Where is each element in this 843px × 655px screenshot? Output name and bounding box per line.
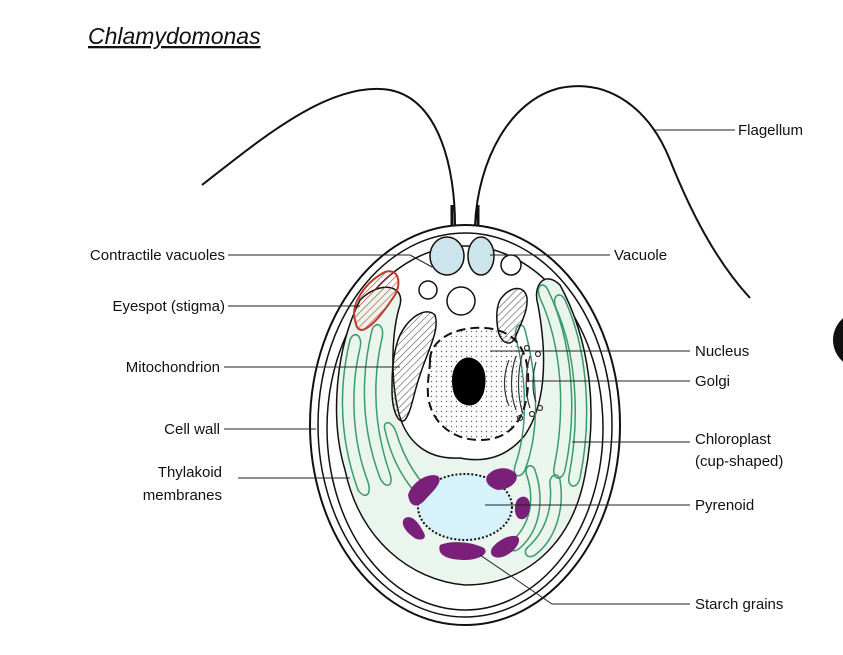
vacuole bbox=[500, 254, 522, 276]
label-contractile-vacuoles: Contractile vacuoles bbox=[90, 247, 225, 264]
label-chloroplast: Chloroplast bbox=[695, 431, 772, 448]
starch-grains bbox=[402, 468, 530, 560]
label-chloroplast-shape: (cup-shaped) bbox=[695, 453, 783, 470]
label-cell-wall: Cell wall bbox=[164, 421, 220, 438]
label-flagellum: Flagellum bbox=[738, 122, 803, 139]
edge-decoration bbox=[833, 318, 843, 362]
flagellum-right bbox=[474, 85, 751, 299]
mitochondrion-right bbox=[495, 287, 528, 344]
label-membranes: membranes bbox=[143, 487, 222, 504]
label-vacuole: Vacuole bbox=[614, 247, 667, 264]
label-starch-grains: Starch grains bbox=[695, 596, 783, 613]
contractile-vacuole bbox=[467, 236, 495, 276]
label-nucleus: Nucleus bbox=[695, 343, 749, 360]
contractile-vacuole bbox=[429, 236, 465, 276]
vacuole-large bbox=[446, 286, 476, 316]
label-mitochondrion: Mitochondrion bbox=[126, 359, 220, 376]
label-golgi: Golgi bbox=[695, 373, 730, 390]
flagellum-left bbox=[201, 87, 456, 226]
label-thylakoid: Thylakoid bbox=[158, 464, 222, 481]
mitochondrion bbox=[391, 311, 437, 422]
leader-lines bbox=[224, 129, 735, 605]
label-pyrenoid: Pyrenoid bbox=[695, 497, 754, 514]
vacuole-small bbox=[418, 280, 438, 300]
golgi bbox=[503, 344, 544, 422]
pyrenoid bbox=[417, 473, 513, 541]
diagram-title: Chlamydomonas bbox=[88, 23, 261, 49]
label-eyespot: Eyespot (stigma) bbox=[112, 298, 225, 315]
eyespot bbox=[353, 270, 400, 332]
nucleolus bbox=[452, 357, 486, 406]
